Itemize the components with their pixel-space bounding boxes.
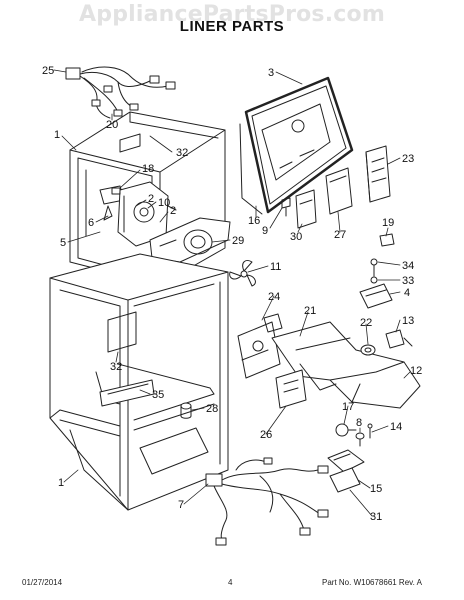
callout-2-lower: 2	[170, 205, 176, 217]
freezer-evaporator-cover	[239, 76, 354, 215]
control-housing	[237, 313, 421, 409]
fresh-food-liner	[49, 253, 229, 511]
callout-28: 28	[206, 403, 218, 415]
callout-20: 20	[106, 119, 118, 131]
light-parts-17-8-14	[335, 423, 373, 447]
damper-19	[379, 233, 395, 247]
callout-22: 22	[360, 317, 372, 329]
callout-labels: 25 20 1 32 18 2 10 6 2 5 29 3 23 16 9 30…	[42, 65, 422, 523]
callout-1-upper: 1	[54, 129, 60, 141]
callout-4: 4	[404, 287, 410, 299]
callout-23: 23	[402, 153, 414, 165]
duct-30	[295, 189, 317, 229]
callout-27: 27	[334, 229, 346, 241]
callout-6: 6	[88, 217, 94, 229]
wire-harness-lower	[205, 457, 329, 546]
footer-page-number: 4	[228, 578, 233, 587]
callout-5: 5	[60, 237, 66, 249]
callout-7: 7	[178, 499, 184, 511]
duct-27	[325, 167, 353, 215]
wire-harness-top	[65, 66, 176, 119]
cap-28	[180, 402, 192, 419]
callout-29: 29	[232, 235, 244, 247]
callout-26: 26	[260, 429, 272, 441]
callout-25: 25	[42, 65, 54, 77]
callout-18: 18	[142, 163, 154, 175]
callout-11: 11	[270, 261, 281, 273]
callout-14: 14	[390, 421, 402, 433]
callout-19: 19	[382, 217, 394, 229]
callout-17: 17	[342, 401, 354, 413]
footer-date: 01/27/2014	[22, 578, 63, 587]
light-shield-35	[99, 379, 155, 407]
callout-32-upper: 32	[176, 147, 188, 159]
callout-31: 31	[370, 511, 382, 523]
callout-24: 24	[268, 291, 280, 303]
callout-12: 12	[410, 365, 422, 377]
callout-33: 33	[402, 275, 414, 287]
callout-16: 16	[248, 215, 260, 227]
callout-13: 13	[402, 315, 414, 327]
callout-1-lower: 1	[58, 477, 64, 489]
parts-22-13	[360, 329, 413, 356]
air-duct-23	[365, 145, 391, 203]
leader-lines	[53, 69, 411, 517]
callout-2-upper: 2	[148, 193, 154, 205]
fan-blade	[229, 259, 256, 287]
callout-9: 9	[262, 225, 268, 237]
callout-35: 35	[152, 389, 164, 401]
diagram-title: LINER PARTS	[179, 18, 285, 35]
callout-32-lower: 32	[110, 361, 122, 373]
cover-26	[275, 369, 307, 409]
callout-3: 3	[268, 67, 274, 79]
callout-15: 15	[370, 483, 382, 495]
lens-15-31	[327, 449, 365, 493]
screw-9	[281, 197, 291, 217]
callout-34: 34	[402, 260, 414, 272]
callout-21: 21	[304, 305, 316, 317]
watermark: AppliancePartsPros.com	[79, 2, 385, 27]
callout-30: 30	[290, 231, 302, 243]
callout-10: 10	[158, 197, 170, 209]
callout-8: 8	[356, 417, 362, 429]
control-parts-34-33-4	[359, 258, 393, 309]
footer-part-number: Part No. W10678661 Rev. A	[322, 578, 422, 587]
